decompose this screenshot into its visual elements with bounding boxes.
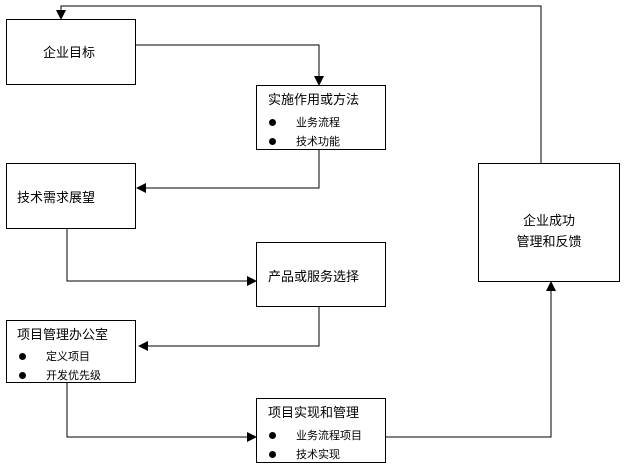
edge-goal-to-method <box>136 44 324 86</box>
edge-method-to-tech <box>136 150 320 193</box>
edge-product-to-pmo <box>138 307 320 351</box>
bullet-icon <box>19 372 26 379</box>
box-success: 企业成功 管理和反馈 <box>478 163 620 282</box>
box-method-title: 实施作用或方法 <box>268 93 360 108</box>
box-pmo-title: 项目管理办公室 <box>17 328 109 343</box>
bullet-icon <box>269 119 276 126</box>
box-success-title-line2: 管理和反馈 <box>516 235 582 250</box>
bullet-icon <box>19 353 26 360</box>
box-success-title-line1: 企业成功 <box>522 214 575 229</box>
box-product: 产品或服务选择 <box>256 242 386 307</box>
box-implement: 项目实现和管理 业务流程项目 技术实现 <box>256 398 386 463</box>
box-goal-title: 企业目标 <box>43 46 96 61</box>
box-method: 实施作用或方法 业务流程 技术功能 <box>256 85 386 150</box>
box-tech-title: 技术需求展望 <box>17 191 96 206</box>
box-goal: 企业目标 <box>6 19 136 85</box>
box-pmo: 项目管理办公室 定义项目 开发优先级 <box>6 320 136 383</box>
box-tech: 技术需求展望 <box>6 163 136 229</box>
edge-success-to-goal <box>56 5 542 163</box>
box-product-title: 产品或服务选择 <box>268 270 360 285</box>
bullet-icon <box>269 451 276 458</box>
edge-implement-to-success <box>386 281 556 438</box>
edge-tech-to-product <box>66 229 257 286</box>
box-implement-title: 项目实现和管理 <box>268 406 360 421</box>
edge-pmo-to-implement <box>66 383 257 442</box>
bullet-icon <box>269 138 276 145</box>
bullet-icon <box>269 432 276 439</box>
